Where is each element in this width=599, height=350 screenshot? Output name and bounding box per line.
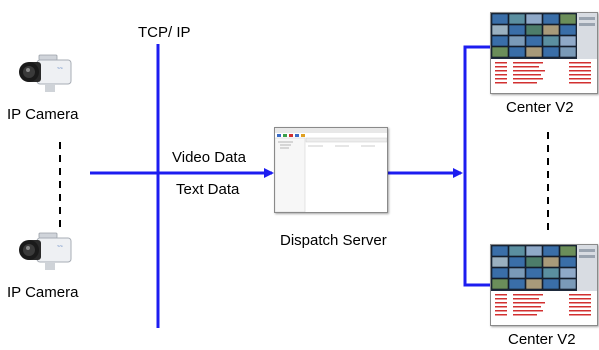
svg-text:~~: ~~ [57, 244, 63, 250]
camera-label: IP Camera [7, 106, 79, 123]
svg-text:~~: ~~ [57, 66, 63, 72]
center-v2-label: Center V2 [508, 331, 576, 348]
dispatch-server-screenshot [274, 127, 388, 213]
center-branch-line-lower [463, 173, 490, 287]
dispatch-server-label: Dispatch Server [280, 232, 387, 249]
center-v2-screenshot [490, 244, 598, 326]
center-v2-label: Center V2 [506, 99, 574, 116]
camera-label: IP Camera [7, 284, 79, 301]
center-branch-line [463, 45, 490, 173]
network-label: TCP/ IP [138, 24, 191, 41]
ip-camera-icon: ~~ [19, 232, 72, 270]
ip-camera-icon: ~~ [19, 54, 72, 92]
video-data-label: Video Data [172, 149, 246, 166]
center-v2-screenshot [490, 12, 598, 94]
text-data-label: Text Data [176, 181, 240, 198]
